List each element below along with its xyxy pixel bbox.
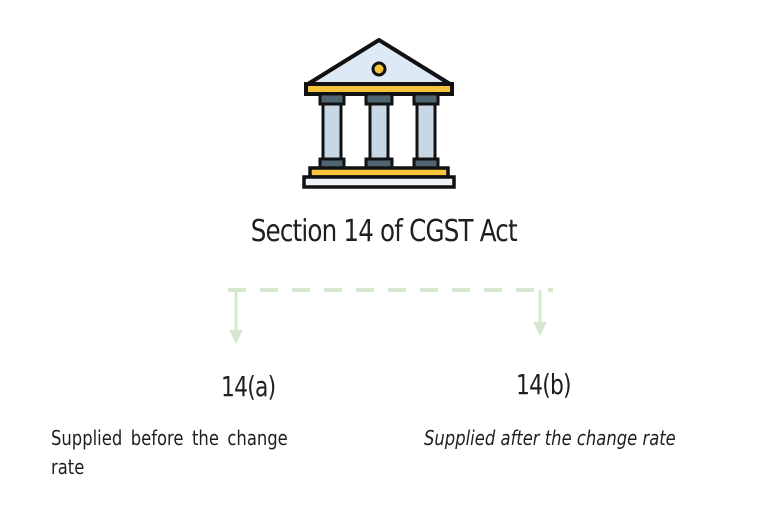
arrow-down-icon [533,322,547,336]
bank-building-icon [302,38,456,189]
arrow-down-icon [229,330,243,344]
diagram-title: Section 14 of CGST Act [250,214,518,249]
branch-label-14b: 14(b) [516,368,572,401]
branch-description-14b: Supplied after the change rate [424,426,676,450]
branch-description-14a: Supplied before the change rate [51,426,288,479]
branch-label-14a: 14(a) [221,370,276,403]
